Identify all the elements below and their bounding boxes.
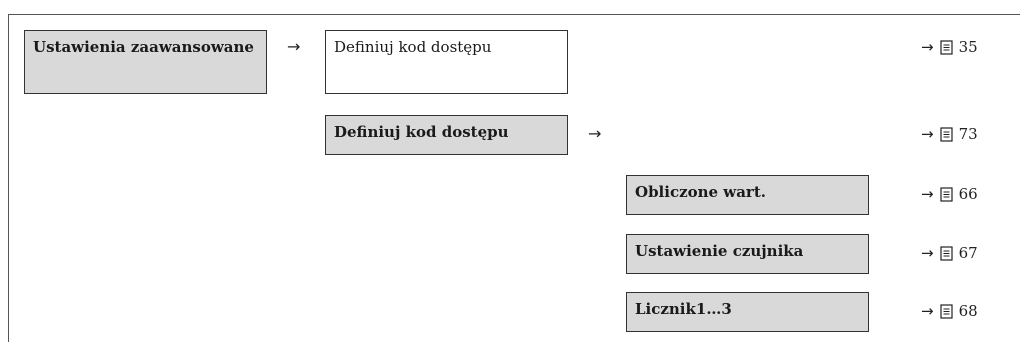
book-page-icon: [939, 186, 953, 202]
page-reference-73[interactable]: → 73: [921, 123, 978, 145]
page-reference-66[interactable]: → 66: [921, 183, 978, 205]
menu-box-label: Licznik1…3: [635, 300, 732, 318]
menu-box-licznik[interactable]: Licznik1…3: [626, 292, 869, 332]
book-page-icon: [939, 39, 953, 55]
menu-box-label: Definiuj kod dostępu: [334, 123, 509, 141]
frame-top-border: [8, 14, 1020, 15]
page-number: 67: [958, 244, 978, 262]
menu-box-label: Ustawienie czujnika: [635, 242, 804, 260]
menu-box-ustawienia-zaawansowane[interactable]: Ustawienia zaawansowane: [24, 30, 267, 94]
arrow-icon: →: [588, 124, 602, 143]
menu-box-definiuj-kod-dostepu-1[interactable]: Definiuj kod dostępu: [325, 30, 568, 94]
frame-left-border: [8, 14, 9, 342]
book-page-icon: [939, 303, 953, 319]
arrow-icon: →: [921, 185, 934, 203]
arrow-icon: →: [921, 244, 934, 262]
menu-box-label: Obliczone wart.: [635, 183, 766, 201]
arrow-icon: →: [921, 302, 934, 320]
page-number: 73: [958, 125, 978, 143]
arrow-icon: →: [921, 38, 934, 56]
arrow-icon: →: [921, 125, 934, 143]
page-number: 68: [958, 302, 978, 320]
menu-box-definiuj-kod-dostepu-2[interactable]: Definiuj kod dostępu: [325, 115, 568, 155]
page-reference-67[interactable]: → 67: [921, 242, 978, 264]
book-page-icon: [939, 126, 953, 142]
menu-box-ustawienie-czujnika[interactable]: Ustawienie czujnika: [626, 234, 869, 274]
page-reference-35[interactable]: → 35: [921, 36, 978, 58]
menu-box-label: Definiuj kod dostępu: [334, 38, 492, 56]
menu-box-obliczone-wart[interactable]: Obliczone wart.: [626, 175, 869, 215]
page-reference-68[interactable]: → 68: [921, 300, 978, 322]
menu-box-label: Ustawienia zaawansowane: [33, 38, 254, 56]
book-page-icon: [939, 245, 953, 261]
page-number: 35: [958, 38, 978, 56]
page-number: 66: [958, 185, 978, 203]
arrow-icon: →: [287, 37, 301, 56]
